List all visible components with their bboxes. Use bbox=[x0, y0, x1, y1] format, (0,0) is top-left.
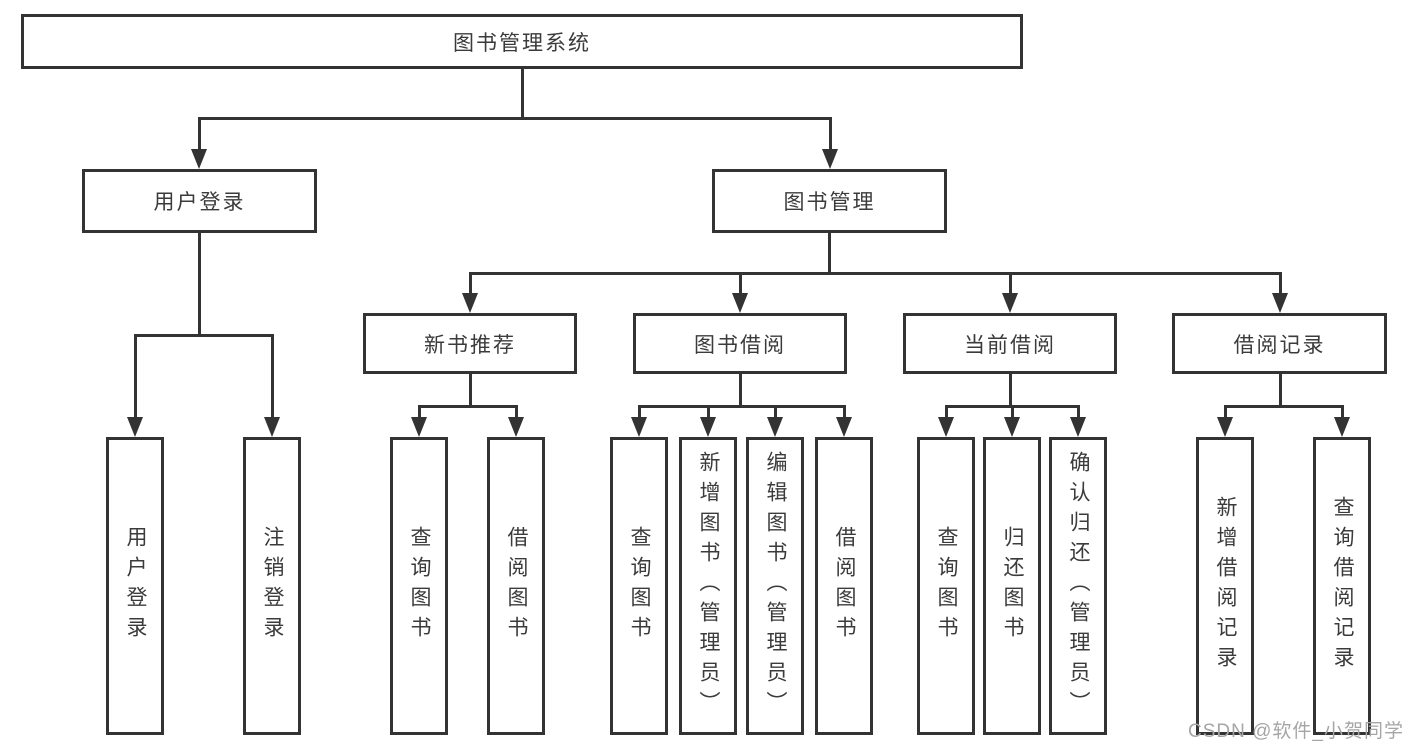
node-root-label: 图书管理系统 bbox=[453, 31, 591, 55]
leaf-logout-label: 注销登录 bbox=[261, 526, 284, 646]
arrow-down-icon bbox=[1004, 417, 1020, 437]
arrow-down-icon bbox=[1334, 417, 1350, 437]
connector-drop bbox=[1224, 405, 1227, 419]
connector-rail bbox=[418, 405, 518, 408]
leaf-borrow-books-recommend-label: 借阅图书 bbox=[505, 526, 528, 646]
arrow-down-icon bbox=[631, 417, 647, 437]
leaf-add-book-admin-label: 新增图书（管理员） bbox=[697, 451, 720, 721]
leaf-add-book-admin: 新增图书（管理员） bbox=[679, 437, 737, 735]
leaf-query-books-borrow-label: 查询图书 bbox=[628, 526, 651, 646]
leaf-logout: 注销登录 bbox=[243, 437, 301, 735]
arrow-down-icon bbox=[1070, 417, 1086, 437]
connector-drop bbox=[843, 405, 846, 419]
leaf-user-login-label: 用户登录 bbox=[124, 526, 147, 646]
arrow-down-icon bbox=[508, 417, 524, 437]
arrow-down-icon bbox=[836, 417, 852, 437]
arrow-down-icon bbox=[938, 417, 954, 437]
node-root: 图书管理系统 bbox=[21, 14, 1023, 69]
connector-rail bbox=[1224, 405, 1344, 408]
node-new-book-recommend: 新书推荐 bbox=[363, 313, 577, 374]
arrow-down-icon bbox=[822, 149, 838, 169]
connector-rail bbox=[638, 405, 846, 408]
leaf-borrow-books-borrow-label: 借阅图书 bbox=[833, 526, 856, 646]
connector-stem bbox=[828, 233, 831, 273]
connector-drop bbox=[515, 405, 518, 419]
connector-stem bbox=[521, 69, 524, 118]
leaf-confirm-return-admin-label: 确认归还（管理员） bbox=[1067, 451, 1090, 721]
leaf-edit-book-admin-label: 编辑图书（管理员） bbox=[764, 451, 787, 721]
arrow-down-icon bbox=[1002, 293, 1018, 313]
connector-stem bbox=[198, 232, 201, 335]
csdn-watermark: CSDN @软件_小贺同学 bbox=[1188, 721, 1404, 742]
connector-drop bbox=[1011, 405, 1014, 419]
leaf-query-books-borrow: 查询图书 bbox=[610, 437, 668, 735]
connector-drop bbox=[638, 405, 641, 419]
arrow-down-icon bbox=[767, 417, 783, 437]
leaf-query-books-recommend-label: 查询图书 bbox=[408, 526, 431, 646]
connector-stem bbox=[739, 374, 742, 406]
node-borrow-records: 借阅记录 bbox=[1172, 313, 1387, 374]
connector-drop bbox=[1341, 405, 1344, 419]
leaf-query-books-recommend: 查询图书 bbox=[390, 437, 448, 735]
leaf-add-borrow-record-label: 新增借阅记录 bbox=[1214, 496, 1237, 676]
node-current-borrow-label: 当前借阅 bbox=[964, 333, 1056, 357]
node-new-book-recommend-label: 新书推荐 bbox=[424, 333, 516, 357]
leaf-query-books-current: 查询图书 bbox=[917, 437, 975, 735]
leaf-query-books-current-label: 查询图书 bbox=[935, 526, 958, 646]
connector-drop bbox=[707, 405, 710, 419]
connector-stem bbox=[1279, 374, 1282, 406]
connector-stem bbox=[1009, 374, 1012, 406]
leaf-confirm-return-admin: 确认归还（管理员） bbox=[1049, 437, 1107, 735]
node-book-borrow-label: 图书借阅 bbox=[694, 333, 786, 357]
leaf-return-book: 归还图书 bbox=[983, 437, 1041, 735]
node-book-management: 图书管理 bbox=[712, 169, 947, 233]
connector-stem bbox=[469, 374, 472, 406]
connector-drop bbox=[469, 272, 472, 295]
node-user-login: 用户登录 bbox=[82, 169, 317, 233]
node-book-management-label: 图书管理 bbox=[783, 191, 876, 214]
node-user-login-label: 用户登录 bbox=[153, 191, 246, 214]
arrow-down-icon bbox=[462, 293, 478, 313]
connector-drop bbox=[271, 334, 274, 419]
connector-drop bbox=[134, 334, 137, 419]
arrow-down-icon bbox=[1217, 417, 1233, 437]
connector-drop bbox=[1077, 405, 1080, 419]
node-borrow-records-label: 借阅记录 bbox=[1233, 333, 1326, 357]
arrow-down-icon bbox=[732, 293, 748, 313]
leaf-return-book-label: 归还图书 bbox=[1001, 526, 1024, 646]
leaf-borrow-books-borrow: 借阅图书 bbox=[815, 437, 873, 735]
node-current-borrow: 当前借阅 bbox=[903, 313, 1117, 374]
arrow-down-icon bbox=[700, 417, 716, 437]
arrow-down-icon bbox=[191, 149, 207, 169]
node-book-borrow: 图书借阅 bbox=[633, 313, 847, 374]
arrow-down-icon bbox=[411, 417, 427, 437]
leaf-query-borrow-record-label: 查询借阅记录 bbox=[1331, 496, 1354, 676]
connector-rail bbox=[134, 334, 274, 337]
leaf-add-borrow-record: 新增借阅记录 bbox=[1196, 437, 1254, 735]
leaf-query-borrow-record: 查询借阅记录 bbox=[1313, 437, 1371, 735]
leaf-edit-book-admin: 编辑图书（管理员） bbox=[746, 437, 804, 735]
connector-drop bbox=[739, 272, 742, 295]
connector-drop bbox=[1279, 272, 1282, 295]
connector-rail bbox=[198, 117, 832, 120]
leaf-user-login: 用户登录 bbox=[106, 437, 164, 735]
connector-drop bbox=[198, 117, 201, 151]
connector-drop bbox=[829, 117, 832, 151]
arrow-down-icon bbox=[1272, 293, 1288, 313]
arrow-down-icon bbox=[264, 417, 280, 437]
arrow-down-icon bbox=[127, 417, 143, 437]
connector-rail bbox=[469, 272, 1282, 275]
connector-drop bbox=[1009, 272, 1012, 295]
leaf-borrow-books-recommend: 借阅图书 bbox=[487, 437, 545, 735]
connector-drop bbox=[418, 405, 421, 419]
connector-drop bbox=[945, 405, 948, 419]
connector-drop bbox=[774, 405, 777, 419]
